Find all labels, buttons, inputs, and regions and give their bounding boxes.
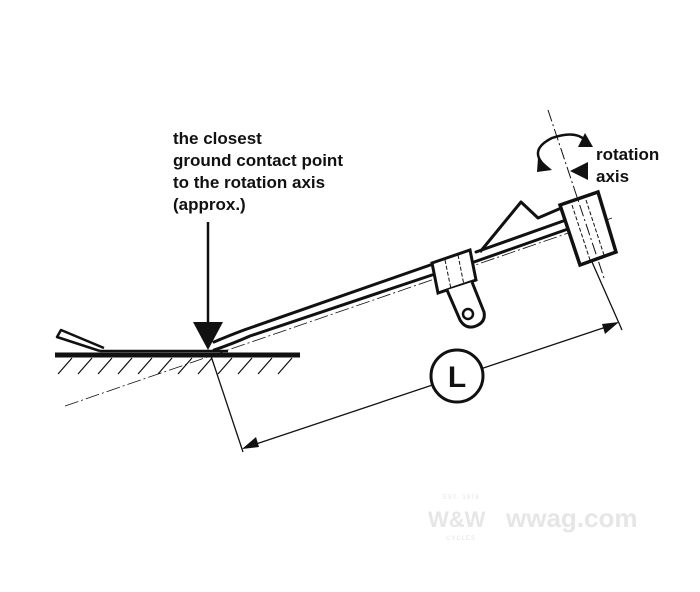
dimension-extensions [210,261,623,453]
ground-hatching [57,357,293,375]
rotation-axis-line [547,109,605,279]
spring-lug [445,281,486,329]
contact-point-label: the closest ground contact point to the … [173,129,343,214]
axis-pointer-icon [570,162,588,180]
stand-sleeve [430,248,478,295]
watermark-bottom-small: CYCLES [446,536,476,542]
rotation-label-line-1: rotation [596,145,659,164]
watermark: EST. 1978 W&W CYCLES wwag.com [428,495,637,542]
rotation-axis-label: rotation axis [596,145,659,186]
watermark-top-small: EST. 1978 [443,495,480,501]
contact-label-line-2: ground contact point [173,151,343,170]
length-symbol: L [429,348,485,404]
length-label: L [448,361,466,394]
watermark-logo: W&W [428,507,486,532]
contact-label-line-4: (approx.) [173,195,246,214]
contact-label-line-3: to the rotation axis [173,173,325,192]
contact-arrow [193,222,223,350]
stand-foot [55,328,228,353]
stand-leg [212,218,570,352]
contact-label-line-1: the closest [173,129,262,148]
centerline [64,217,613,407]
rotation-arrow-icon [536,133,593,172]
spring-bracket [478,200,567,253]
watermark-site: wwag.com [505,503,637,533]
ground [55,352,300,375]
rotation-label-line-2: axis [596,167,629,186]
dimension-line [242,322,619,449]
